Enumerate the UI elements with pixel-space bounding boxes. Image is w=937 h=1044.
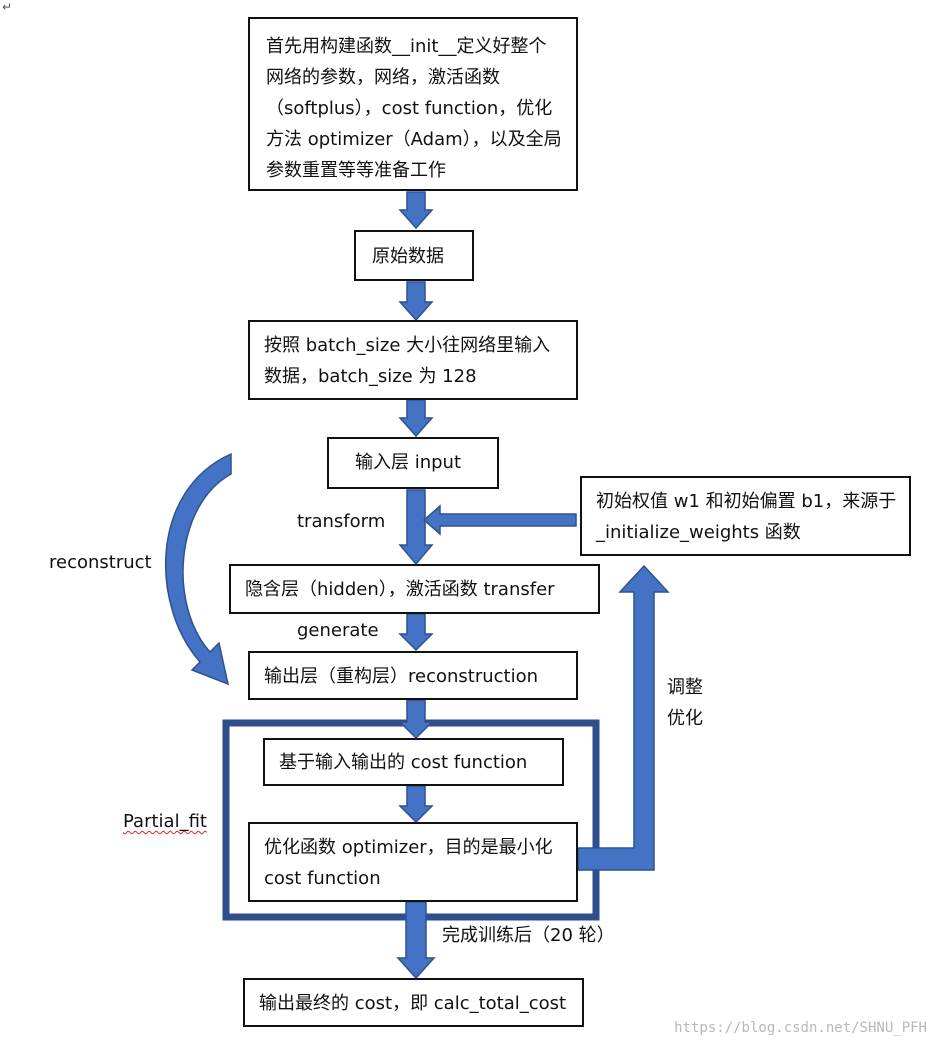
arrow-output-to-cost bbox=[398, 699, 434, 740]
arrow-cost-to-optimizer bbox=[398, 785, 434, 824]
raw-data-box: 原始数据 bbox=[354, 230, 474, 281]
raw-data-text: 原始数据 bbox=[372, 246, 444, 267]
cost-function-text: 基于输入输出的 cost function bbox=[279, 752, 528, 773]
arrow-to-final bbox=[396, 901, 436, 980]
partial-fit-label: Partial_fit bbox=[123, 811, 207, 832]
arrow-input-to-hidden bbox=[398, 489, 434, 566]
generate-label: generate bbox=[297, 620, 379, 641]
optimize-label: 优化 bbox=[667, 708, 703, 729]
init-text: 首先用构建函数__init__定义好整个网络的参数，网络，激活函数（softpl… bbox=[266, 36, 562, 181]
reconstruct-label: reconstruct bbox=[49, 552, 152, 573]
arrow-optimizer-to-weights bbox=[577, 564, 670, 871]
watermark: https://blog.csdn.net/SHNU_PFH bbox=[674, 1020, 927, 1036]
output-layer-text: 输出层（重构层）reconstruction bbox=[264, 666, 539, 687]
adjust-label: 调整 bbox=[667, 677, 703, 698]
arrow-hidden-to-output bbox=[398, 613, 434, 652]
input-layer-text: 输入层 input bbox=[355, 452, 462, 473]
arrow-weights-to-hidden bbox=[422, 504, 577, 536]
final-cost-box: 输出最终的 cost，即 calc_total_cost bbox=[243, 978, 584, 1027]
hidden-layer-text: 隐含层（hidden），激活函数 transfer bbox=[245, 579, 555, 600]
optimizer-box: 优化函数 optimizer，目的是最小化 cost function bbox=[248, 822, 578, 902]
transform-label: transform bbox=[297, 511, 386, 532]
weights-text: 初始权值 w1 和初始偏置 b1，来源于_initialize_weights … bbox=[596, 491, 897, 543]
batch-text: 按照 batch_size 大小往网络里输入数据，batch_size 为 12… bbox=[264, 335, 551, 387]
output-layer-box: 输出层（重构层）reconstruction bbox=[248, 651, 578, 700]
arrow-reconstruct bbox=[165, 452, 232, 686]
init-box: 首先用构建函数__init__定义好整个网络的参数，网络，激活函数（softpl… bbox=[248, 17, 578, 191]
optimizer-text: 优化函数 optimizer，目的是最小化 cost function bbox=[264, 837, 559, 889]
hidden-layer-box: 隐含层（hidden），激活函数 transfer bbox=[229, 564, 600, 614]
arrow-batch-to-input bbox=[398, 399, 434, 438]
arrow-init-to-raw bbox=[398, 191, 434, 230]
paragraph-mark-top: ↵ bbox=[2, 0, 13, 14]
down-arrows bbox=[396, 191, 436, 980]
final-cost-text: 输出最终的 cost，即 calc_total_cost bbox=[259, 993, 567, 1014]
weights-box: 初始权值 w1 和初始偏置 b1，来源于_initialize_weights … bbox=[580, 476, 911, 556]
input-layer-box: 输入层 input bbox=[327, 437, 499, 489]
cost-function-box: 基于输入输出的 cost function bbox=[263, 738, 564, 786]
arrow-raw-to-batch bbox=[398, 281, 434, 322]
training-done-label: 完成训练后（20 轮） bbox=[442, 925, 615, 946]
batch-box: 按照 batch_size 大小往网络里输入数据，batch_size 为 12… bbox=[248, 320, 578, 400]
